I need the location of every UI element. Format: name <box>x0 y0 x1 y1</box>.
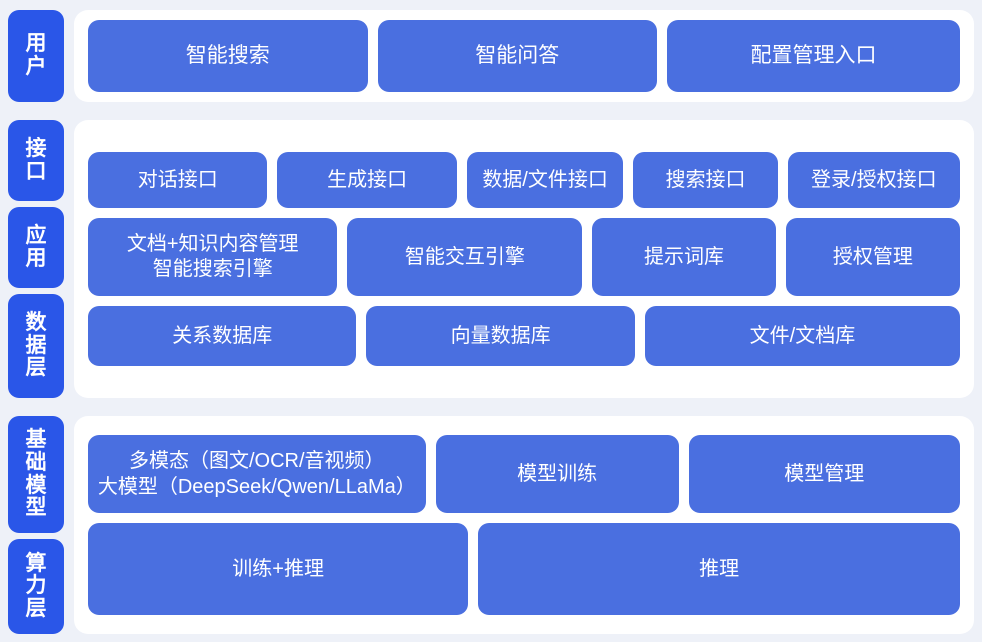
box-vector-database[interactable]: 向量数据库 <box>366 306 635 366</box>
box-inference[interactable]: 推理 <box>478 523 960 615</box>
layer-tag-foundation-model-char-3: 型 <box>25 496 47 520</box>
layer-tag-data-layer[interactable]: 数 据 层 <box>8 294 64 398</box>
layer-tag-foundation-model[interactable]: 基 础 模 型 <box>8 416 64 534</box>
row-model: 多模态（图文/OCR/音视频） 大模型（DeepSeek/Qwen/LLaMa）… <box>88 435 960 513</box>
box-file-document-store[interactable]: 文件/文档库 <box>644 306 960 366</box>
box-prompt-library[interactable]: 提示词库 <box>592 218 776 296</box>
layer-tag-user-char-1: 户 <box>25 55 47 78</box>
layer-tag-compute-layer[interactable]: 算 力 层 <box>8 539 64 635</box>
band-middle: 接 口 应 用 数 据 层 对话接口 生成接口 数据/文件接口 搜索接口 登录/… <box>8 120 974 398</box>
band-user-tags: 用 户 <box>8 10 64 102</box>
row-user-entry: 智能搜索 智能问答 配置管理入口 <box>88 20 960 92</box>
layer-tag-compute-layer-char-1: 力 <box>25 574 47 598</box>
row-interface: 对话接口 生成接口 数据/文件接口 搜索接口 登录/授权接口 <box>88 152 961 208</box>
box-model-training[interactable]: 模型训练 <box>435 435 679 513</box>
layer-tag-compute-layer-char-2: 层 <box>25 597 47 621</box>
layer-tag-foundation-model-char-1: 础 <box>25 451 47 474</box>
band-user: 用 户 智能搜索 智能问答 配置管理入口 <box>8 10 974 102</box>
box-model-management[interactable]: 模型管理 <box>688 435 960 513</box>
box-smart-search[interactable]: 智能搜索 <box>88 20 368 92</box>
band-bottom: 基 础 模 型 算 力 层 多模态（图文/OCR/音视频） 大模型（DeepSe… <box>8 416 974 635</box>
layer-tag-interface[interactable]: 接 口 <box>8 120 64 202</box>
band-middle-card: 对话接口 生成接口 数据/文件接口 搜索接口 登录/授权接口 文档+知识内容管理… <box>74 120 974 398</box>
layer-tag-user-char-0: 用 <box>25 32 47 56</box>
box-authorization-management[interactable]: 授权管理 <box>785 218 960 296</box>
box-search-api[interactable]: 搜索接口 <box>633 152 778 208</box>
band-bottom-card: 多模态（图文/OCR/音视频） 大模型（DeepSeek/Qwen/LLaMa）… <box>74 416 974 634</box>
layer-tag-interface-char-1: 口 <box>25 159 47 183</box>
box-doc-knowledge-management[interactable]: 文档+知识内容管理 智能搜索引擎 <box>88 218 338 296</box>
layer-tag-data-layer-char-0: 数 <box>25 311 47 335</box>
row-application: 文档+知识内容管理 智能搜索引擎 智能交互引擎 提示词库 授权管理 <box>88 218 960 296</box>
box-smart-qa[interactable]: 智能问答 <box>377 20 658 92</box>
layer-tag-user[interactable]: 用 户 <box>8 10 64 102</box>
box-smart-interaction-engine[interactable]: 智能交互引擎 <box>347 218 583 296</box>
layer-tag-compute-layer-char-0: 算 <box>25 551 47 575</box>
band-bottom-tags: 基 础 模 型 算 力 层 <box>8 416 64 635</box>
layer-tag-foundation-model-char-2: 模 <box>25 473 47 497</box>
band-user-card: 智能搜索 智能问答 配置管理入口 <box>74 10 974 102</box>
layer-tag-application-char-0: 应 <box>25 223 47 247</box>
layer-tag-data-layer-char-1: 据 <box>25 333 47 357</box>
box-training-inference[interactable]: 训练+推理 <box>88 523 469 615</box>
box-login-auth-api[interactable]: 登录/授权接口 <box>787 152 961 208</box>
layer-tag-application[interactable]: 应 用 <box>8 207 64 289</box>
layer-tag-data-layer-char-2: 层 <box>25 356 47 380</box>
layer-tag-application-char-1: 用 <box>25 246 47 270</box>
row-compute: 训练+推理 推理 <box>88 523 960 615</box>
box-multimodal-large-model[interactable]: 多模态（图文/OCR/音视频） 大模型（DeepSeek/Qwen/LLaMa） <box>88 435 426 513</box>
layer-tag-interface-char-0: 接 <box>25 136 47 160</box>
layer-tag-foundation-model-char-0: 基 <box>25 428 47 452</box>
box-data-file-api[interactable]: 数据/文件接口 <box>466 152 624 208</box>
row-data: 关系数据库 向量数据库 文件/文档库 <box>88 306 960 366</box>
box-config-management-entry[interactable]: 配置管理入口 <box>667 20 960 92</box>
box-relational-database[interactable]: 关系数据库 <box>88 306 357 366</box>
band-middle-tags: 接 口 应 用 数 据 层 <box>8 120 64 398</box>
box-dialog-api[interactable]: 对话接口 <box>88 152 268 208</box>
box-generate-api[interactable]: 生成接口 <box>277 152 457 208</box>
